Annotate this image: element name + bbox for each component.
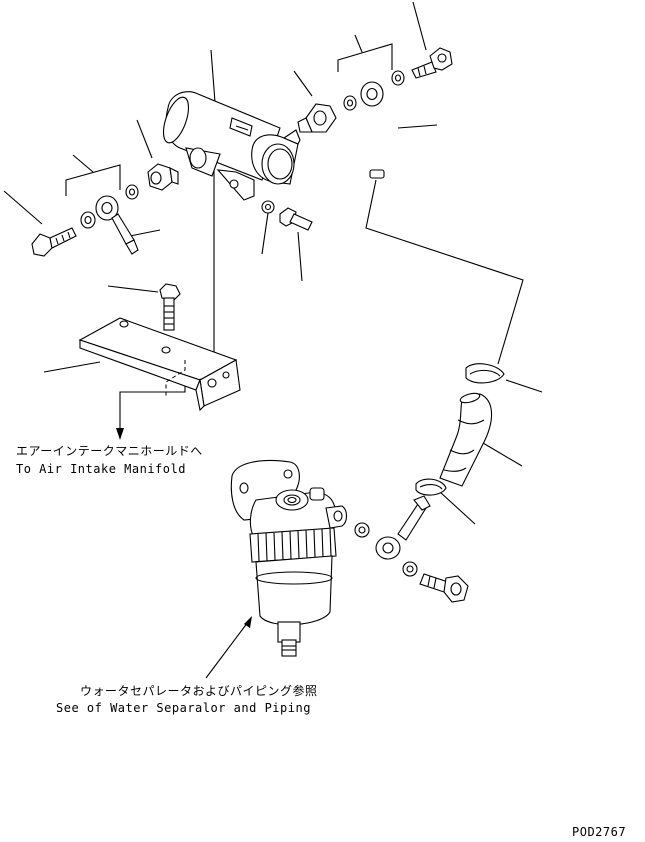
left-small-washer [125,184,139,200]
left-banjo-eye [95,195,139,255]
left-washer [80,211,96,229]
separator-leader [205,616,252,679]
lower-banjo-bolt [419,573,469,603]
intake-label-en: To Air Intake Manifold [16,462,186,476]
hose-route [365,96,524,365]
separator-label-jp: ウォータセパレータおよびパイピング参照 [80,684,318,698]
figure-code: POD2767 [572,825,627,839]
lower-right-washer [402,561,418,577]
upper-hose-clamp [465,363,505,384]
right-washer [391,70,405,86]
bracket-bolt [159,283,181,331]
valve-body [162,91,301,201]
right-banjo-eye [360,81,384,107]
lower-left-washer [354,522,370,538]
right-banjo-bolt [411,47,453,79]
lower-hose-clamp [415,478,447,496]
valve-bolt [279,207,313,231]
lower-banjo-eye [375,536,401,560]
left-banjo-bolt [31,227,77,257]
lower-fitting-tube [397,495,431,541]
valve-washer [261,200,275,214]
water-separator [230,459,348,657]
intake-label-jp: エアーインテークマニホールドへ [16,444,203,458]
separator-label-en: See of Water Separalor and Piping [56,701,311,715]
callout-leaders [3,1,543,525]
rubber-hose [439,392,493,487]
mounting-bracket [78,317,241,412]
right-small-washer [343,95,357,111]
right-union-nut [297,103,337,133]
left-union-nut [147,163,179,191]
